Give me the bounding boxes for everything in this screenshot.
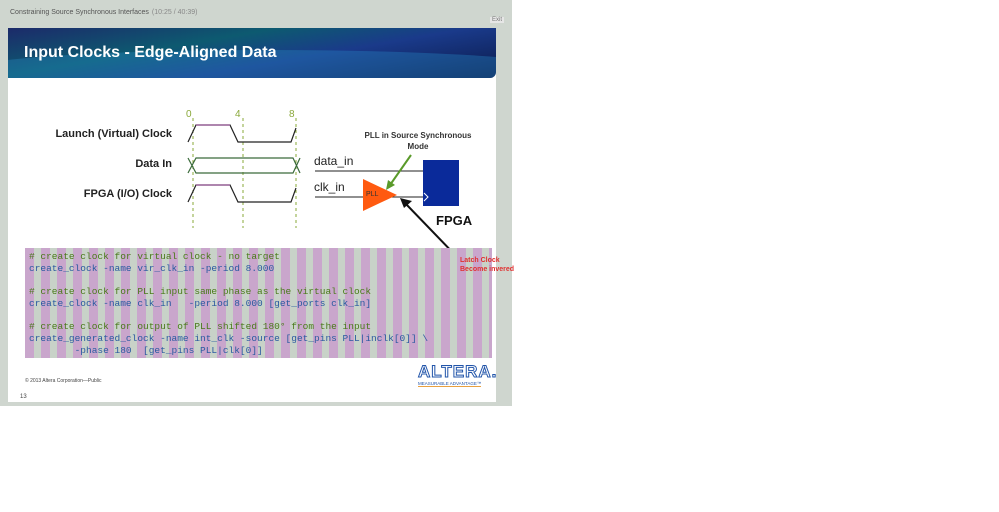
code-line: -phase 180 [get_pins PLL|clk[0]]: [29, 345, 263, 356]
fpga-clock-label: FPGA (I/O) Clock: [83, 188, 172, 200]
data-in-signal-label: data_in: [314, 154, 354, 168]
exit-button[interactable]: Exit: [490, 17, 505, 23]
player-frame: Constraining Source Synchronous Interfac…: [0, 0, 514, 406]
clk-in-signal-label: clk_in: [314, 180, 345, 194]
timing-and-schematic-diagram: [187, 118, 461, 261]
page-number: 13: [20, 394, 27, 400]
fpga-label: FPGA: [436, 213, 473, 228]
pll-note-arrow: [389, 154, 412, 186]
tick-0: 0: [186, 109, 192, 120]
playback-time: (10:25 / 40:39): [151, 9, 198, 16]
launch-clock-waveform: [187, 124, 297, 143]
copyright: © 2013 Altera Corporation—Public: [25, 378, 102, 384]
fpga-clock-waveform: [187, 184, 297, 203]
latch-note-line-2: Become invered: [460, 266, 515, 273]
slide-title: Input Clocks - Edge-Aligned Data: [24, 44, 277, 61]
code-line: # create clock for PLL input same phase …: [29, 286, 372, 297]
data-in-waveform: [187, 157, 301, 174]
course-title: Constraining Source Synchronous Interfac…: [10, 9, 149, 16]
latch-note-line-1: Latch Clock: [460, 257, 500, 264]
title-banner: Input Clocks - Edge-Aligned Data: [8, 28, 496, 78]
data-in-label: Data In: [135, 158, 172, 170]
code-block: # create clock for virtual clock - no ta…: [25, 248, 492, 358]
code-line: # create clock for output of PLL shifted…: [29, 321, 372, 332]
tick-4: 4: [235, 109, 241, 120]
fpga-block: [423, 160, 459, 206]
pll-note: PLL in Source Synchronous Mode: [364, 131, 472, 151]
player-title: Constraining Source Synchronous Interfac…: [10, 9, 197, 16]
altera-tagline: MEASURABLE ADVANTAGE™: [418, 381, 482, 387]
altera-logo: ALTERA.: [417, 362, 498, 382]
launch-clock-label: Launch (Virtual) Clock: [55, 128, 172, 140]
code-line: # create clock for virtual clock - no ta…: [29, 251, 280, 262]
pll-triangle: [363, 179, 397, 211]
code-line: create_clock -name clk_in -period 8.000 …: [29, 298, 372, 309]
code-line: create_clock -name vir_clk_in -period 8.…: [29, 263, 275, 274]
pll-label: PLL: [366, 191, 379, 198]
code-line: create_generated_clock -name int_clk -so…: [29, 333, 429, 344]
tick-8: 8: [289, 109, 295, 120]
